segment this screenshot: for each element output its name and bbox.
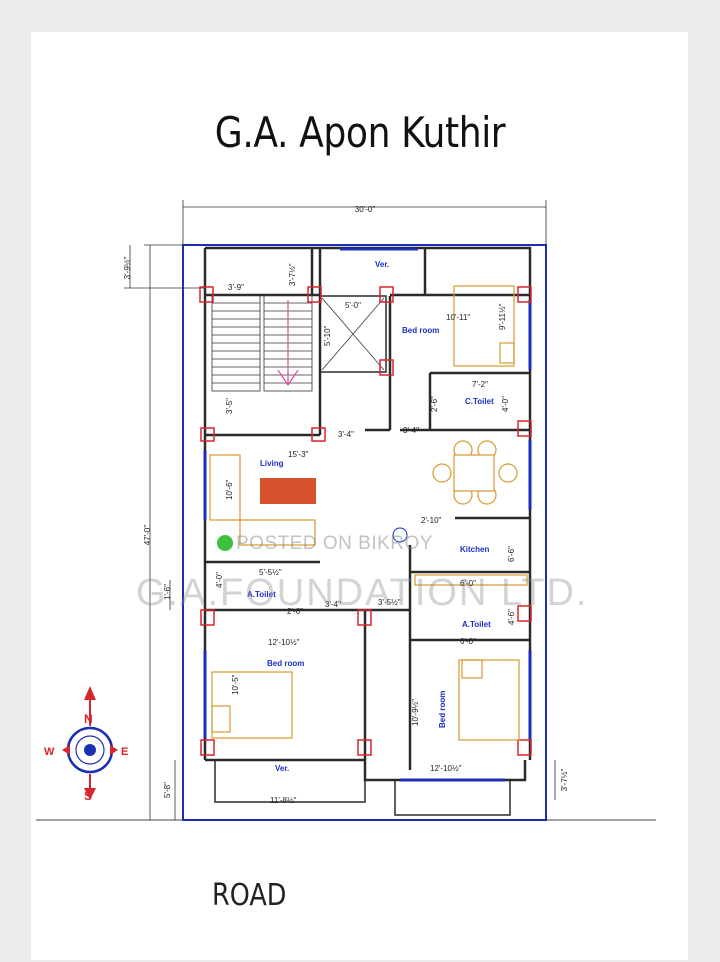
drawing-sheet: [31, 32, 688, 960]
label-a-toilet-right: A.Toilet: [462, 620, 491, 629]
interior-dims: 3'-9" 3'-7½" 5'-0" 5'-10" 10'-11" 9'-11½…: [215, 263, 516, 805]
svg-text:3'-9": 3'-9": [228, 283, 244, 292]
svg-text:6'-0": 6'-0": [460, 579, 476, 588]
walls: [203, 246, 532, 816]
svg-text:10'-9½": 10'-9½": [411, 699, 420, 726]
label-bed-top: Bed room: [402, 326, 439, 335]
compass-s: S: [84, 789, 92, 803]
compass-rose-icon: N S E W: [44, 686, 128, 803]
svg-text:2'-6": 2'-6": [430, 396, 439, 412]
dim-bottom-right: 3'-7½": [560, 769, 569, 792]
svg-text:5'-10": 5'-10": [323, 325, 332, 346]
plot-border: [182, 244, 547, 821]
columns: [199, 286, 532, 756]
stair-arrow: [277, 300, 299, 387]
watermark-company: G.A.FOUNDATION LTD.: [136, 572, 589, 614]
svg-text:15'-3": 15'-3": [288, 450, 309, 459]
label-bed-right: Bed room: [438, 691, 447, 728]
svg-text:10'-5": 10'-5": [231, 674, 240, 695]
svg-text:2'-10": 2'-10": [421, 516, 442, 525]
label-ver-bottom: Ver.: [275, 764, 289, 773]
stairs: [211, 294, 313, 392]
furniture: [209, 285, 528, 741]
svg-text:3'-4": 3'-4": [403, 426, 419, 435]
label-c-toilet: C.Toilet: [465, 397, 494, 406]
dim-left-margin: 1'-6": [163, 584, 172, 600]
label-ver-top: Ver.: [375, 260, 389, 269]
compass-n: N: [84, 712, 93, 726]
lift-shaft: [321, 297, 385, 371]
compass-w: W: [44, 746, 55, 758]
svg-text:2'-6": 2'-6": [287, 607, 303, 616]
label-living: Living: [260, 459, 284, 468]
windows: [203, 247, 532, 782]
svg-text:3'-7½": 3'-7½": [288, 263, 297, 286]
road-label: ROAD: [212, 878, 287, 913]
svg-text:12'-10½": 12'-10½": [430, 764, 462, 773]
svg-text:12'-10½": 12'-10½": [268, 638, 300, 647]
svg-text:4'-0": 4'-0": [501, 396, 510, 412]
watermark-posted: POSTED ON BIKROY: [236, 533, 433, 554]
svg-text:9'-11½": 9'-11½": [498, 303, 507, 330]
plant: [217, 535, 233, 551]
svg-text:10'-6": 10'-6": [225, 479, 234, 500]
svg-text:6'-6": 6'-6": [507, 546, 516, 562]
coffee-table: [260, 478, 316, 504]
svg-text:10'-11": 10'-11": [446, 313, 470, 322]
room-labels: Ver. Bed room C.Toilet Living Kitchen A.…: [247, 260, 494, 773]
svg-text:3'-4": 3'-4": [325, 600, 341, 609]
svg-text:7'-2": 7'-2": [472, 380, 488, 389]
dim-height-total: 47'-0": [143, 525, 152, 546]
label-a-toilet-left: A.Toilet: [247, 590, 276, 599]
svg-text:3'-5½": 3'-5½": [378, 598, 401, 607]
svg-text:4'-0": 4'-0": [215, 572, 224, 588]
svg-text:3'-4": 3'-4": [338, 430, 354, 439]
compass-e: E: [121, 746, 128, 758]
label-kitchen: Kitchen: [460, 545, 489, 554]
page-title: G.A. Apon Kuthir: [214, 108, 506, 157]
dimension-lines: [124, 200, 556, 820]
kitchen-sink: [392, 527, 408, 543]
svg-text:5'-5½": 5'-5½": [259, 568, 282, 577]
dim-width-total: 30'-0": [355, 205, 376, 214]
svg-text:11'-8½": 11'-8½": [270, 796, 297, 805]
svg-text:6'-0": 6'-0": [460, 637, 476, 646]
dim-bottom-left: 5'-8": [163, 782, 172, 798]
label-bed-left: Bed room: [267, 659, 304, 668]
svg-text:3'-5": 3'-5": [225, 398, 234, 414]
svg-text:4'-6": 4'-6": [507, 609, 516, 625]
svg-text:5'-0": 5'-0": [345, 301, 361, 310]
dim-top-margin: 3'-9½": [123, 257, 132, 280]
